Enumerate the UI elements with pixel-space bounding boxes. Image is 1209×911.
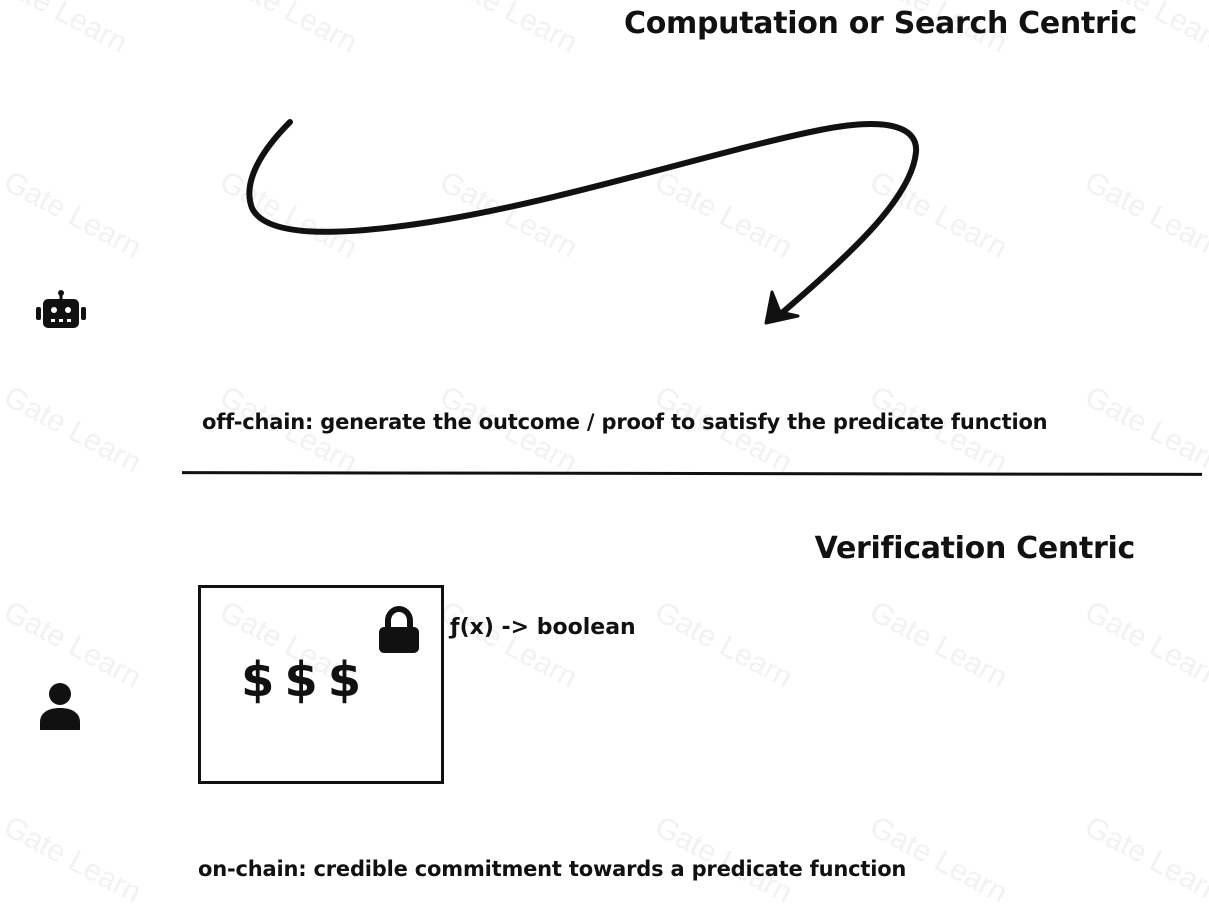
predicate-function-label: ƒ(x) -> boolean <box>450 615 636 640</box>
robot-icon <box>36 290 86 328</box>
lock-icon <box>379 606 419 653</box>
commitment-vault: $$$ <box>198 585 444 784</box>
onchain-caption: on-chain: credible commitment towards a … <box>198 857 907 881</box>
section-title-computation: Computation or Search Centric <box>624 6 1137 41</box>
section-title-verification: Verification Centric <box>814 531 1136 566</box>
person-icon <box>40 683 80 730</box>
vault-value: $$$ <box>241 652 372 708</box>
offchain-caption: off-chain: generate the outcome / proof … <box>202 410 1048 434</box>
